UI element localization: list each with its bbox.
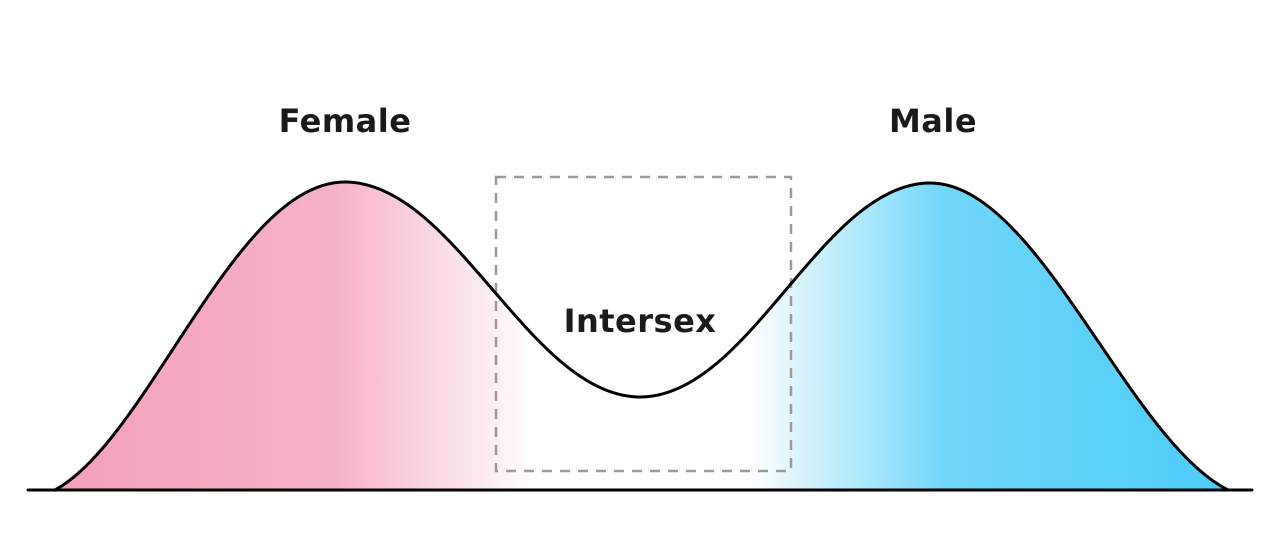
distribution-fill xyxy=(55,182,1228,490)
female-label: Female xyxy=(278,102,412,140)
male-label: Male xyxy=(888,102,978,140)
distribution-curve xyxy=(53,180,1230,492)
intersex-label: Intersex xyxy=(563,302,717,340)
intersex-dashed-box xyxy=(494,175,793,473)
